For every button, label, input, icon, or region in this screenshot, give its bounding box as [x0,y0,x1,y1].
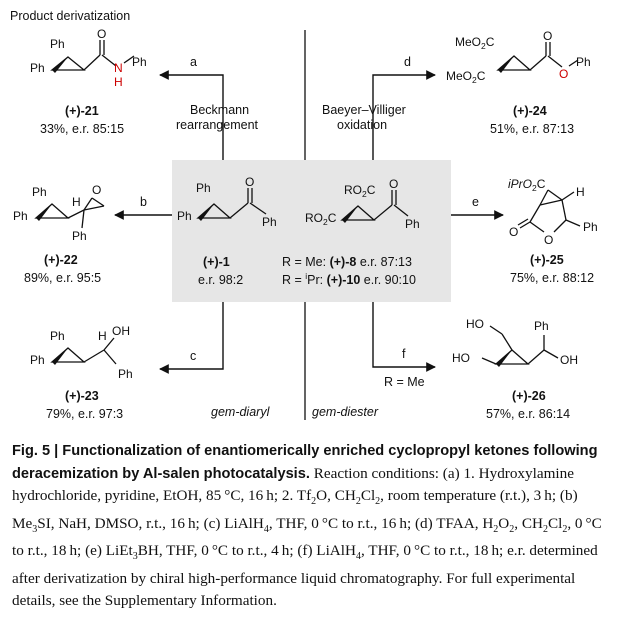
svg-text:RO2C: RO2C [305,211,337,227]
svg-text:Ph: Ph [30,353,45,367]
svg-text:Ph: Ph [262,215,277,229]
product-26-yield: 57%, e.r. 86:14 [486,407,570,421]
starting-materials-box [172,160,451,302]
compound-1-structure: Ph Ph O Ph [177,175,277,229]
svg-text:Ph: Ph [196,181,211,195]
step-d-label-1: Baeyer–Villiger [322,103,406,117]
step-a-label-2: rearrangement [176,118,259,132]
svg-text:O: O [245,175,254,189]
product-24-label: (+)-24 [513,104,547,118]
svg-text:HO: HO [466,317,484,331]
svg-text:O: O [544,233,553,247]
svg-text:Ph: Ph [50,37,65,51]
svg-text:O: O [389,177,398,191]
svg-text:H: H [114,75,123,89]
step-f-condition: R = Me [384,375,425,389]
product-21-yield: 33%, e.r. 85:15 [40,122,124,136]
product-25-structure: iPrO2C H O O Ph [508,177,598,247]
svg-text:Ph: Ph [583,220,598,234]
product-22-structure: Ph Ph H O Ph [13,183,105,243]
product-23-label: (+)-23 [65,389,99,403]
gem-diester-label: gem-diester [312,405,379,419]
arrow-a [159,70,224,160]
svg-text:Ph: Ph [32,185,47,199]
svg-text:Ph: Ph [177,209,192,223]
product-26-structure: HO HO Ph OH [452,317,578,367]
ester-line-2: R = iPr: (+)-10 e.r. 90:10 [282,271,416,287]
svg-text:Ph: Ph [50,329,65,343]
svg-text:O: O [559,67,568,81]
step-d-label-2: oxidation [337,118,387,132]
compound-1-er: e.r. 98:2 [198,273,243,287]
svg-text:Ph: Ph [405,217,420,231]
svg-text:Ph: Ph [534,319,549,333]
product-26-label: (+)-26 [512,389,546,403]
step-e: e [472,195,479,209]
product-24-structure: MeO2C MeO2C O O Ph [446,29,591,85]
svg-text:Ph: Ph [576,55,591,69]
svg-text:N: N [114,61,123,75]
svg-text:RO2C: RO2C [344,183,376,199]
section-label: Product derivatization [10,9,130,23]
arrow-d [372,70,436,160]
svg-text:Ph: Ph [30,61,45,75]
svg-text:OH: OH [112,324,130,338]
svg-text:O: O [92,183,101,197]
product-21-structure: Ph Ph O N H Ph [30,27,147,89]
ester-line-1: R = Me: (+)-8 e.r. 87:13 [282,255,412,269]
svg-text:H: H [98,329,107,343]
svg-text:H: H [576,185,585,199]
svg-text:O: O [543,29,552,43]
svg-text:MeO2C: MeO2C [446,69,486,85]
svg-text:OH: OH [560,353,578,367]
svg-text:iPrO2C: iPrO2C [508,177,546,193]
step-b: b [140,195,147,209]
compound-1-label: (+)-1 [203,255,230,269]
step-d: d [404,55,411,69]
arrow-c [159,302,224,374]
step-c: c [190,349,196,363]
svg-text:Ph: Ph [72,229,87,243]
product-24-yield: 51%, e.r. 87:13 [490,122,574,136]
reaction-scheme: Product derivatization Ph Ph O Ph (+)-1 … [10,9,598,421]
svg-text:O: O [509,225,518,239]
step-f: f [402,347,406,361]
gem-diaryl-label: gem-diaryl [211,405,271,419]
product-23-yield: 79%, e.r. 97:3 [46,407,123,421]
svg-text:Ph: Ph [13,209,28,223]
product-23-structure: Ph Ph H OH Ph [30,324,133,381]
step-a-label-1: Beckmann [190,103,249,117]
svg-text:HO: HO [452,351,470,365]
product-25-label: (+)-25 [530,253,564,267]
svg-text:Ph: Ph [118,367,133,381]
step-a: a [190,55,197,69]
figure-caption: Fig. 5 | Functionalization of enantiomer… [12,443,602,609]
svg-text:Ph: Ph [132,55,147,69]
product-22-yield: 89%, e.r. 95:5 [24,271,101,285]
diester-structure: RO2C RO2C O Ph [305,177,420,231]
product-21-label: (+)-21 [65,104,99,118]
arrow-f [372,302,436,372]
product-25-yield: 75%, e.r. 88:12 [510,271,594,285]
svg-text:H: H [72,195,81,209]
caption-title: Fig. 5 | Functionalization of enantiomer… [12,443,598,482]
svg-text:O: O [97,27,106,41]
product-22-label: (+)-22 [44,253,78,267]
svg-text:MeO2C: MeO2C [455,35,495,51]
